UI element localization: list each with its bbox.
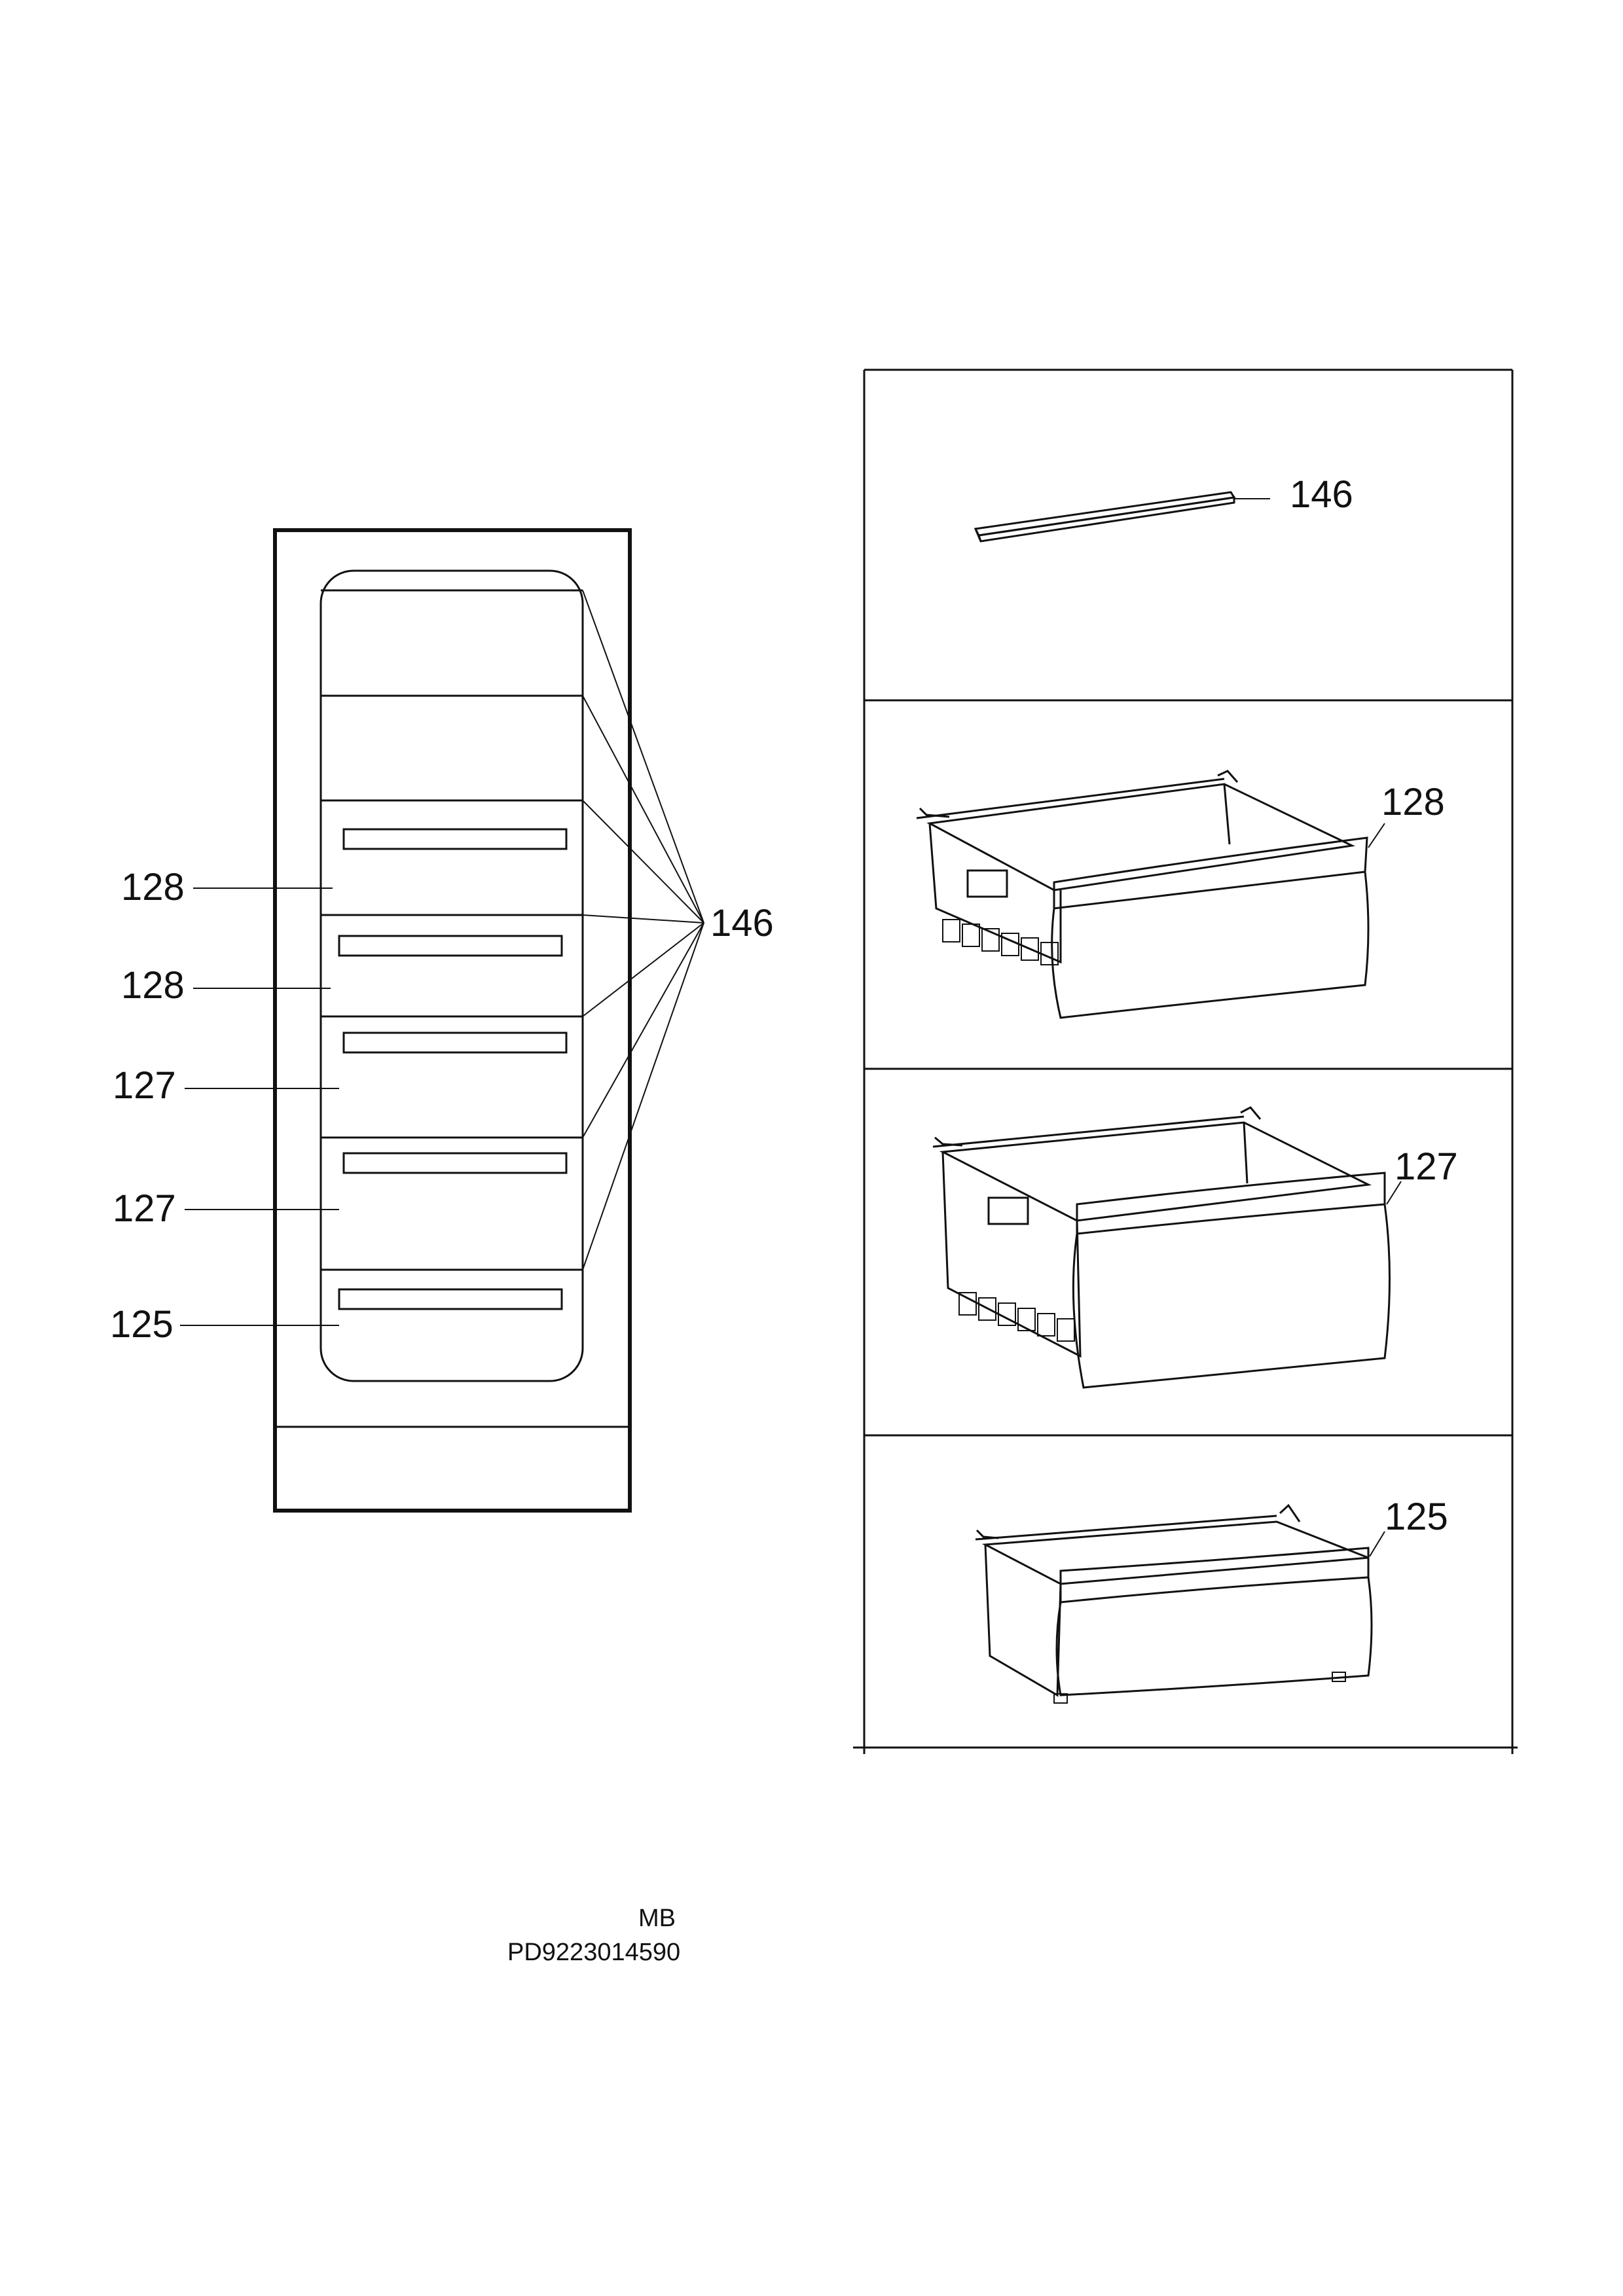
- drawer-handle: [342, 1152, 568, 1174]
- part-label-146: 146: [1290, 473, 1353, 516]
- drawer-handle: [342, 1031, 568, 1054]
- part-label-128: 128: [1381, 781, 1445, 823]
- part-drawer-small: 125: [975, 1496, 1448, 1704]
- freezer-front-view: 146 128 128 127 127 125: [110, 528, 774, 1513]
- callout-146-left: 146: [710, 902, 774, 944]
- footer-part-number: PD9223014590: [507, 1939, 681, 1966]
- footer-model-code: MB: [638, 1905, 676, 1932]
- callout-128-upper: 128: [121, 866, 185, 908]
- callout-128-lower: 128: [121, 964, 185, 1007]
- callout-125: 125: [110, 1303, 173, 1346]
- drawer-handle: [338, 935, 563, 957]
- drawer-handles: [338, 828, 568, 1310]
- drawer-handle: [338, 1288, 563, 1310]
- part-drawer-large: 128: [916, 770, 1445, 1019]
- callout-127-upper: 127: [113, 1064, 176, 1107]
- parts-grid: [853, 368, 1518, 1754]
- part-label-125: 125: [1385, 1496, 1448, 1538]
- callout-127-lower: 127: [113, 1187, 176, 1230]
- compartment-dividers: [321, 589, 583, 1271]
- part-drawer-deep: 127: [932, 1106, 1458, 1389]
- part-label-127: 127: [1395, 1145, 1458, 1188]
- part-shelf-rail: 146: [974, 473, 1353, 543]
- inner-compartment: [319, 569, 584, 1382]
- cabinet-outline: [273, 528, 632, 1513]
- drawer-handle: [342, 828, 568, 850]
- left-callout-leaders: [180, 888, 339, 1326]
- shelf-leader-lines: [582, 590, 704, 1270]
